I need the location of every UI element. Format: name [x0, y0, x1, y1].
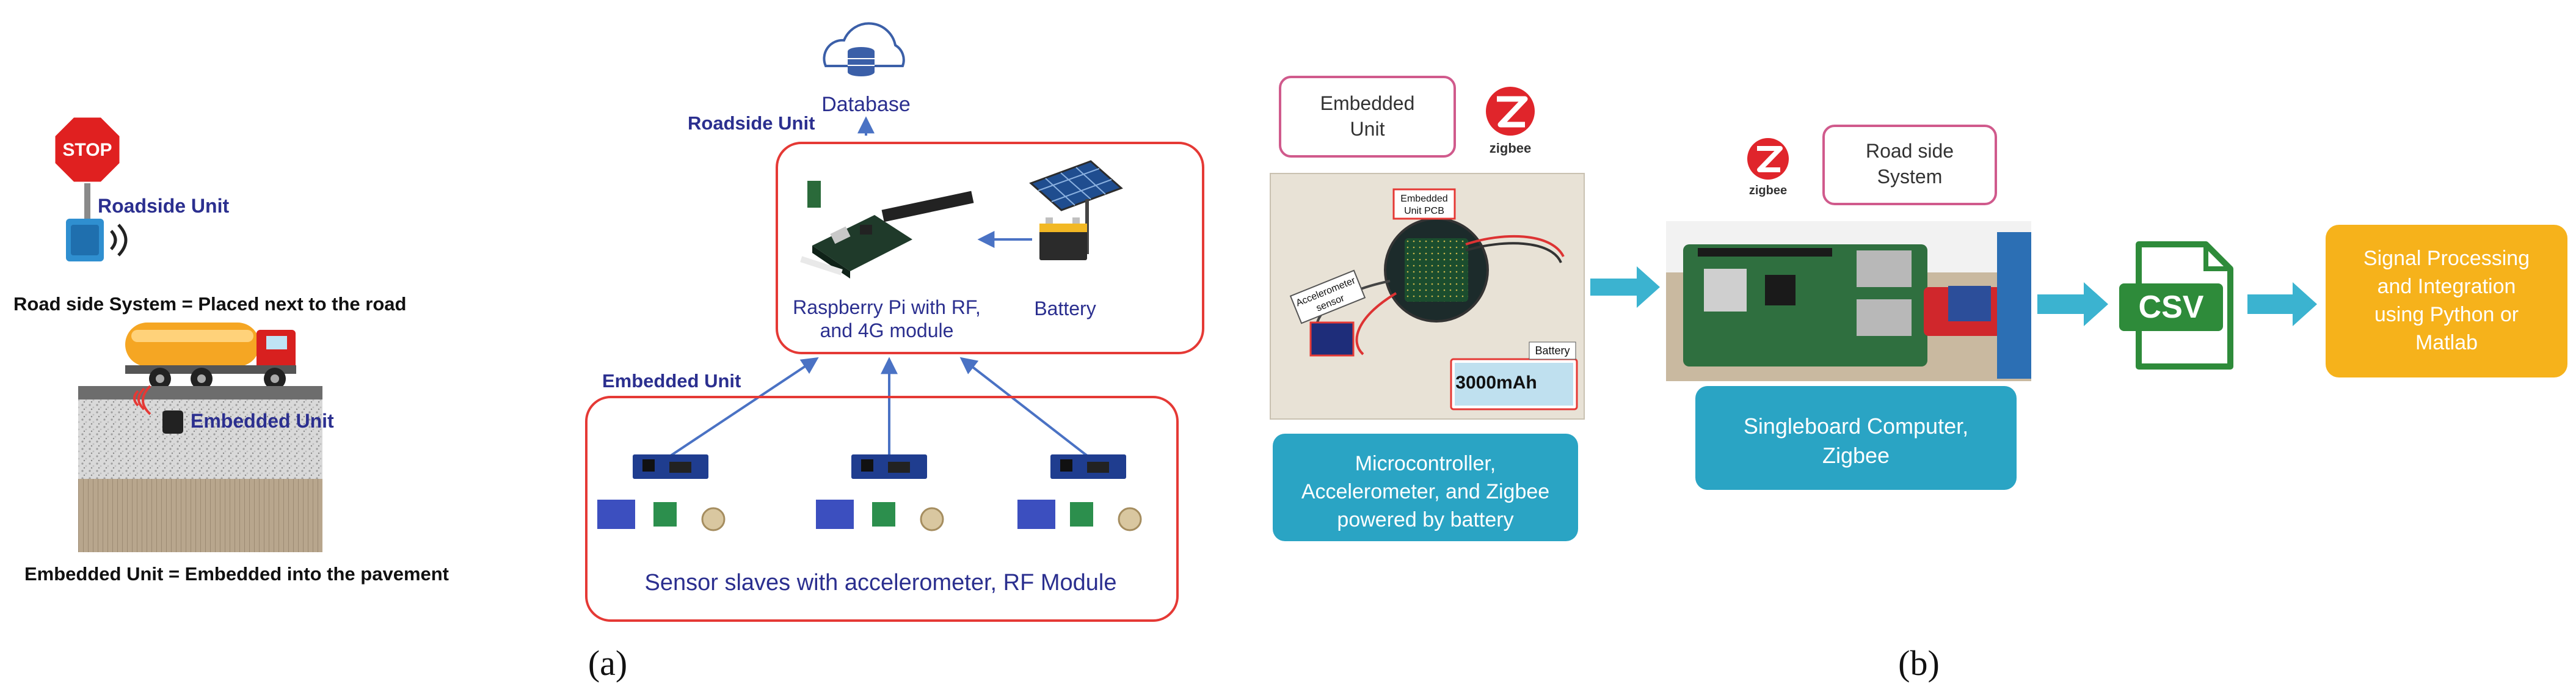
zigbee-label-1: zigbee: [1490, 140, 1531, 156]
signal-box-line3: using Python or: [2374, 303, 2519, 326]
database-label: Database: [821, 93, 911, 116]
battery-label: Battery: [1034, 297, 1096, 319]
micro-box-line2: Accelerometer, and Zigbee: [1301, 480, 1549, 503]
sbc-box-line1: Singleboard Computer,: [1744, 414, 1968, 439]
roadside-unit-title: Roadside Unit: [688, 112, 815, 134]
csv-file-icon: CSV: [2119, 241, 2233, 370]
sbc-box-line2: Zigbee: [1822, 443, 1890, 468]
roadside-system-box: [1822, 125, 1997, 205]
database-cloud-icon: [823, 22, 905, 76]
stop-sign-text: STOP: [62, 140, 112, 160]
embedded-unit-photo: Embedded Unit PCB Accelerometer sensor 3…: [1270, 173, 1585, 420]
left-embedded-caption: Embedded Unit = Embedded into the paveme…: [24, 563, 449, 585]
signal-box-line4: Matlab: [2415, 331, 2478, 354]
sensor-slave-1-icon: [597, 454, 726, 531]
micro-box-line1: Microcontroller,: [1355, 452, 1496, 475]
singleboard-box: [1695, 386, 2017, 490]
stop-sign-icon: STOP: [52, 114, 123, 220]
micro-box-line3: powered by battery: [1337, 508, 1513, 531]
raspberry-pi-icon: [800, 181, 974, 279]
left-roadside-unit-label: Roadside Unit: [98, 195, 229, 217]
embedded-unit-box-line1: Embedded: [1320, 92, 1415, 114]
truck-icon: [125, 323, 296, 390]
pi-label-line2: and 4G module: [820, 319, 954, 341]
embedded-unit-frame: [585, 396, 1179, 622]
caption-a: (a): [588, 643, 627, 683]
flow-arrow-2: [2037, 282, 2108, 326]
sensor1-connector: [669, 357, 819, 457]
photo-battery-capacity: 3000mAh: [1455, 373, 1537, 393]
embedded-unit-title: Embedded Unit: [602, 370, 741, 392]
sensor-slave-2-icon: [816, 454, 944, 531]
asphalt-layer: [78, 386, 322, 399]
pi-label-line1: Raspberry Pi with RF,: [793, 296, 981, 318]
panel-b: Embedded Unit zigbee Embedded Unit PCB A…: [1270, 76, 2567, 683]
left-embedded-unit-label: Embedded Unit: [191, 410, 334, 432]
sensor-slave-3-icon: [1017, 454, 1142, 531]
photo-pcb-line1: Embedded: [1400, 194, 1447, 204]
embedded-unit-icon: [133, 385, 183, 434]
left-scene: STOP Roadside Unit Road side System = Pl…: [13, 114, 449, 585]
caption-b: (b): [1898, 643, 1940, 683]
photo-pcb-line2: Unit PCB: [1404, 206, 1444, 216]
panel-a: Database Roadside Unit: [585, 22, 1204, 683]
flow-arrow-3: [2247, 282, 2317, 326]
roadside-unit-frame: [776, 142, 1204, 354]
battery-solar-icon: [1029, 160, 1123, 260]
embedded-unit-box: [1279, 76, 1456, 158]
left-roadside-caption: Road side System = Placed next to the ro…: [13, 293, 406, 315]
microcontroller-box: [1273, 434, 1578, 541]
roadside-system-line1: Road side: [1866, 140, 1954, 162]
zigbee-logo-icon: zigbee: [1486, 87, 1535, 156]
signal-box-line1: Signal Processing: [2363, 247, 2530, 270]
photo-battery-label: Battery: [1535, 345, 1570, 357]
raspberry-pi-photo: [1666, 221, 2031, 381]
zigbee-label-2: zigbee: [1749, 184, 1787, 197]
zigbee-logo-2-icon: zigbee: [1747, 138, 1789, 197]
sensor-caption: Sensor slaves with accelerometer, RF Mod…: [645, 570, 1117, 596]
embedded-unit-box-line2: Unit: [1350, 118, 1385, 140]
csv-label: CSV: [2139, 290, 2204, 325]
signal-box-line2: and Integration: [2378, 275, 2516, 298]
roadside-system-line2: System: [1877, 166, 1943, 188]
roadside-sensor-icon: [66, 219, 128, 261]
gravel-layer: [78, 399, 322, 479]
sensor3-connector: [959, 357, 1088, 457]
soil-layer: [78, 479, 322, 552]
signal-processing-box: [2326, 225, 2567, 377]
flow-arrow-1: [1590, 266, 1660, 308]
